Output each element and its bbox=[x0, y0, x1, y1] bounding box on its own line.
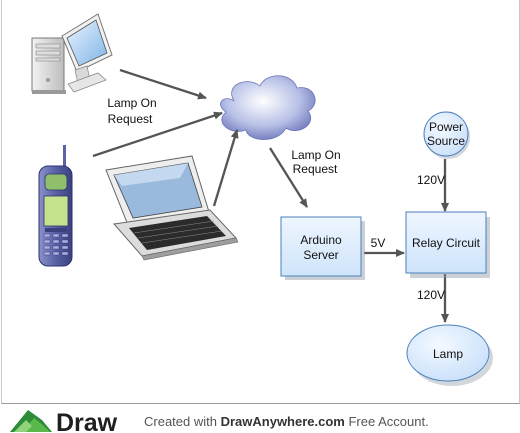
diagram-canvas: Arduino Server Relay Circuit Power Sourc… bbox=[1, 0, 520, 404]
logo-text: Draw bbox=[56, 409, 118, 433]
desktop-computer-icon bbox=[31, 13, 113, 94]
label-5v: 5V bbox=[371, 236, 386, 250]
label-120v-bottom: 120V bbox=[417, 288, 445, 302]
footer-credit: Created with DrawAnywhere.com Free Accou… bbox=[144, 414, 429, 429]
power-label-line1: Power bbox=[429, 120, 463, 134]
arrow-phone-to-cloud bbox=[92, 111, 223, 158]
label-120v-top: 120V bbox=[417, 173, 445, 187]
lamp-request-right-line2: Request bbox=[293, 162, 338, 176]
footer-created-with: Created with bbox=[144, 414, 221, 429]
footer-site-link[interactable]: DrawAnywhere.com bbox=[220, 414, 345, 429]
arduino-server-node: Arduino Server bbox=[280, 216, 365, 280]
cloud-icon bbox=[220, 75, 316, 140]
lamp-request-left-line1: Lamp On bbox=[107, 96, 156, 110]
arduino-label-line1: Arduino bbox=[300, 233, 342, 247]
power-source-node: Power Source bbox=[423, 111, 470, 159]
arduino-label-line2: Server bbox=[303, 248, 338, 262]
lamp-request-right-line1: Lamp On bbox=[291, 148, 340, 162]
drawanywhere-logo: Draw bbox=[10, 409, 118, 433]
arrows bbox=[92, 68, 449, 323]
arrow-laptop-to-cloud bbox=[212, 129, 239, 207]
footer: Draw Created with DrawAnywhere.com Free … bbox=[0, 404, 520, 433]
relay-label: Relay Circuit bbox=[412, 236, 481, 250]
lamp-node: Lamp bbox=[406, 324, 493, 386]
laptop-icon bbox=[105, 155, 239, 261]
arrow-cloud-to-arduino bbox=[269, 147, 308, 208]
relay-circuit-node: Relay Circuit bbox=[405, 211, 490, 278]
footer-suffix: Free Account. bbox=[344, 414, 429, 429]
lamp-label: Lamp bbox=[433, 347, 463, 361]
arrow-desktop-to-cloud bbox=[119, 68, 207, 100]
mobile-phone-icon bbox=[38, 145, 73, 267]
lamp-request-left-line2: Request bbox=[108, 112, 153, 126]
diagram-svg: Arduino Server Relay Circuit Power Sourc… bbox=[31, 13, 493, 386]
power-label-line2: Source bbox=[427, 134, 465, 148]
